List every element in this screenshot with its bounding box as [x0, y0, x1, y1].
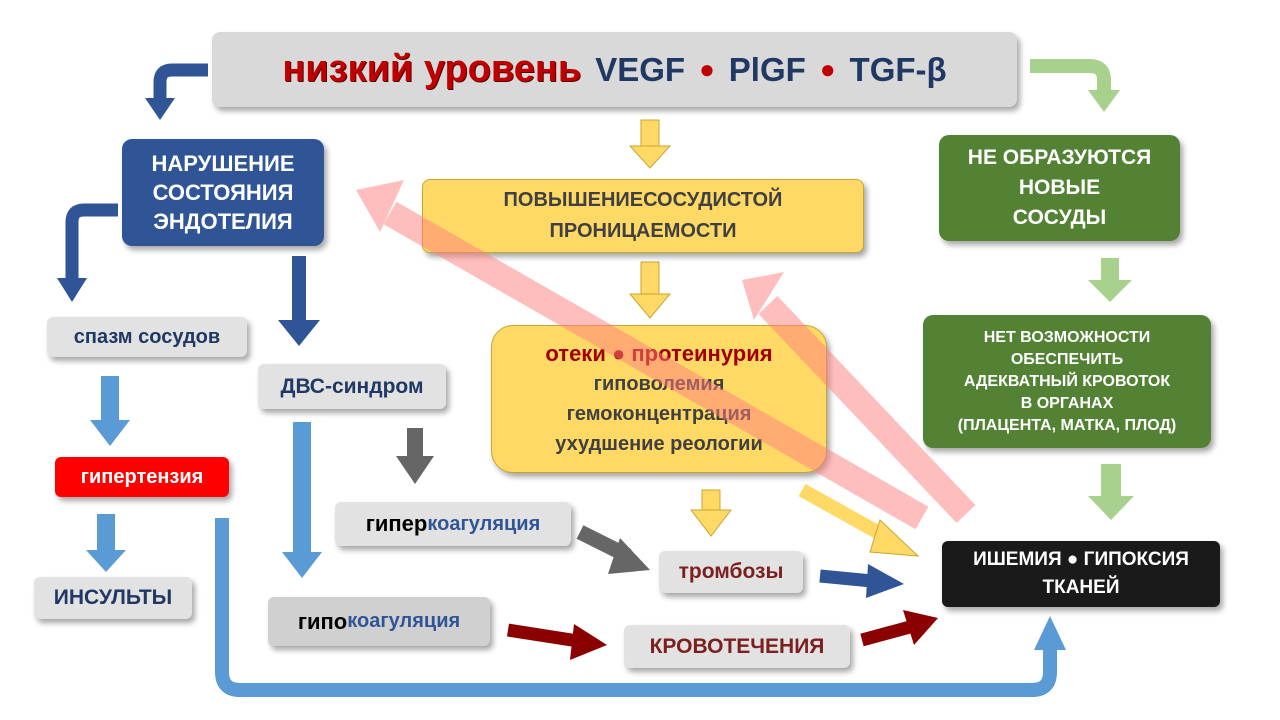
title-dot-2: ● — [819, 54, 836, 84]
arrow-no-vessels-to-no-bloodflow — [1088, 258, 1132, 302]
title-plgf: PlGF — [728, 50, 806, 88]
strokes-box: ИНСУЛЬТЫ — [34, 577, 192, 619]
hypoxia-label: ГИПОКСИЯ — [1083, 549, 1189, 570]
arrow-endothelium-to-dic — [278, 256, 320, 346]
arrow-hypertension-to-ischemia — [215, 518, 1066, 697]
thrombosis-label: тромбозы — [678, 560, 784, 583]
hyper-suffix: коагуляция — [427, 512, 541, 535]
edema-line-1: отеки ● протеинурия — [545, 339, 772, 369]
permeability-line-1: ПОВЫШЕНИЕСОСУДИСТОЙ — [503, 189, 783, 211]
arrow-dic-to-hypocoagulation — [282, 422, 322, 578]
arrow-bleeding-to-ischemia — [860, 610, 938, 647]
arrow-edema-to-ischemia — [798, 483, 920, 557]
no-vessels-line-2: НОВЫЕ — [1018, 176, 1101, 199]
no-vessels-box: НЕ ОБРАЗУЮТСЯ НОВЫЕ СОСУДЫ — [939, 135, 1180, 241]
endothelium-box: НАРУШЕНИЕ СОСТОЯНИЯ ЭНДОТЕЛИЯ — [122, 139, 324, 246]
arrow-spasm-to-hypertension — [90, 376, 130, 446]
ischemia-dot: ● — [1066, 549, 1079, 570]
arrow-title-to-endothelium — [145, 63, 208, 120]
hypo-prefix: гипо — [297, 608, 348, 634]
rheology-label: ухудшение реологии — [555, 433, 763, 455]
thrombosis-box: тромбозы — [659, 551, 803, 593]
arrow-hypercoagulation-to-thrombosis — [576, 525, 650, 574]
arrow-hypertension-to-strokes — [86, 514, 126, 572]
title-tgf: TGF-β — [849, 50, 947, 88]
bleeding-box: КРОВОТЕЧЕНИЯ — [624, 625, 850, 668]
no-bloodflow-box: НЕТ ВОЗМОЖНОСТИ ОБЕСПЕЧИТЬ АДЕКВАТНЫЙ КР… — [923, 315, 1211, 448]
ischemia-box: ИШЕМИЯ ● ГИПОКСИЯ ТКАНЕЙ — [942, 541, 1220, 607]
hypo-suffix: коагуляция — [347, 610, 461, 632]
no-bloodflow-line-1: НЕТ ВОЗМОЖНОСТИ — [983, 328, 1151, 346]
dic-label: ДВС-синдром — [280, 374, 424, 398]
title-dot-1: ● — [699, 54, 715, 84]
arrow-title-to-no-vessels — [1030, 59, 1120, 112]
edema-label: отеки — [545, 341, 606, 366]
edema-box: отеки ● протеинурия гиповолемия гемоконц… — [491, 325, 827, 473]
no-bloodflow-line-5: (ПЛАЦЕНТА, МАТКА, ПЛОД) — [957, 416, 1177, 434]
title-banner: низкий уровень VEGF ● PlGF ● TGF-β — [212, 32, 1017, 107]
no-bloodflow-line-3: АДЕКВАТНЫЙ КРОВОТОК — [963, 372, 1171, 390]
ischemia-label: ИШЕМИЯ — [973, 549, 1062, 570]
arrow-thrombosis-to-ischemia — [819, 564, 904, 598]
no-bloodflow-line-4: В ОРГАНАХ — [1020, 394, 1114, 412]
title-vegf: VEGF — [595, 50, 686, 88]
permeability-line-2: ПРОНИЦАЕМОСТИ — [549, 220, 737, 242]
ischemia-line-2: ТКАНЕЙ — [1042, 577, 1120, 598]
arrow-endothelium-to-spasm — [57, 203, 118, 302]
endothelium-line-2: СОСТОЯНИЯ — [152, 180, 294, 205]
arrow-hypocoagulation-to-bleeding — [506, 623, 607, 660]
dic-box: ДВС-синдром — [258, 364, 446, 409]
no-bloodflow-line-2: ОБЕСПЕЧИТЬ — [1010, 350, 1124, 368]
hypertension-box: гипертензия — [55, 457, 229, 497]
endothelium-line-3: ЭНДОТЕЛИЯ — [153, 209, 293, 234]
hyper-prefix: гипер — [365, 511, 428, 536]
arrow-title-to-permeability — [628, 119, 672, 169]
strokes-label: ИНСУЛЬТЫ — [53, 586, 173, 609]
title-low-level: низкий уровень — [282, 48, 582, 90]
arrow-edema-to-thrombosis — [689, 489, 733, 537]
edema-dot: ● — [611, 341, 626, 366]
hemoconcentration-label: гемоконцентрация — [566, 403, 752, 425]
ischemia-line-1: ИШЕМИЯ ● ГИПОКСИЯ — [973, 546, 1189, 574]
no-vessels-line-1: НЕ ОБРАЗУЮТСЯ — [967, 146, 1152, 169]
arrow-no-bloodflow-to-ischemia — [1088, 464, 1134, 520]
endothelium-line-1: НАРУШЕНИЕ — [151, 151, 295, 176]
arrow-dic-to-hypercoagulation — [396, 428, 434, 484]
spasm-box: спазм сосудов — [47, 317, 247, 357]
arrow-permeability-to-edema — [628, 261, 672, 319]
bleeding-label: КРОВОТЕЧЕНИЯ — [649, 634, 825, 658]
proteinuria-label: протеинурия — [631, 341, 773, 366]
no-vessels-line-3: СОСУДЫ — [1012, 206, 1107, 229]
hypertension-label: гипертензия — [80, 465, 204, 488]
hypovolemia-label: гиповолемия — [593, 373, 725, 395]
permeability-box: ПОВЫШЕНИЕСОСУДИСТОЙ ПРОНИЦАЕМОСТИ — [422, 179, 864, 253]
spasm-label: спазм сосудов — [73, 325, 221, 348]
